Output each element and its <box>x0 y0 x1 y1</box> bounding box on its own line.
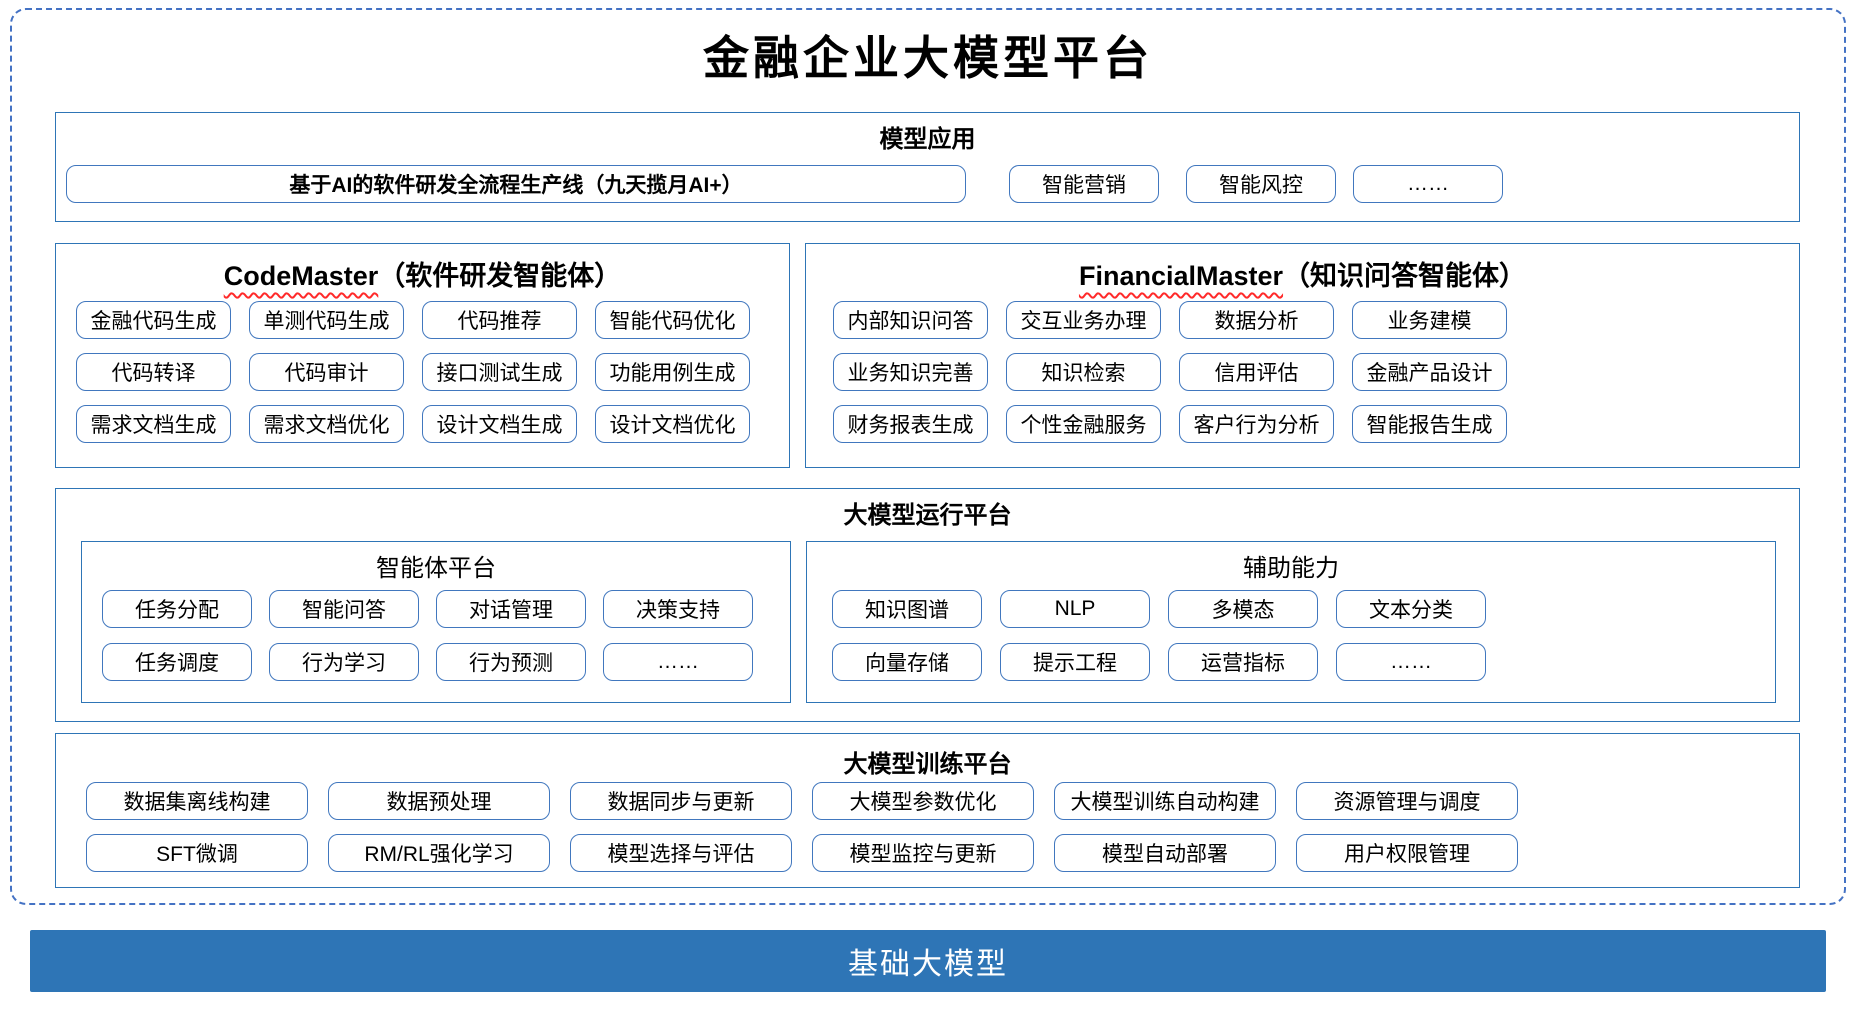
capability-box: 模型选择与评估 <box>570 834 792 872</box>
capability-box: 多模态 <box>1168 590 1318 628</box>
capability-box: 业务知识完善 <box>833 353 988 391</box>
capability-box: 数据预处理 <box>328 782 550 820</box>
capability-box: 设计文档生成 <box>422 405 577 443</box>
agent-platform-title: 智能体平台 <box>376 555 496 582</box>
capability-box: 内部知识问答 <box>833 301 988 339</box>
app-box-ellipsis: …… <box>1353 165 1503 203</box>
capability-box: 数据集离线构建 <box>86 782 308 820</box>
capability-box: 需求文档优化 <box>249 405 404 443</box>
codemaster-name: CodeMaster <box>223 261 379 291</box>
capability-box: 大模型参数优化 <box>812 782 1034 820</box>
capability-box: 智能问答 <box>269 590 419 628</box>
panel-financialmaster-title: FinancialMaster（知识问答智能体） <box>806 254 1799 293</box>
capability-box: 业务建模 <box>1352 301 1507 339</box>
capability-box: …… <box>603 643 753 681</box>
capability-box: 代码推荐 <box>422 301 577 339</box>
capability-box: 金融产品设计 <box>1352 353 1507 391</box>
subpanel-agent-platform: 智能体平台 任务分配 智能问答 对话管理 决策支持 任务调度 行为学习 行为预测… <box>81 541 791 703</box>
capability-box: 文本分类 <box>1336 590 1486 628</box>
capability-box: SFT微调 <box>86 834 308 872</box>
capability-box: 提示工程 <box>1000 643 1150 681</box>
aux-row-2: 向量存储 提示工程 运营指标 …… <box>832 643 1486 683</box>
capability-box: 信用评估 <box>1179 353 1334 391</box>
codemaster-subtitle: （软件研发智能体） <box>378 261 622 291</box>
capability-box: 接口测试生成 <box>422 353 577 391</box>
aux-row-1: 知识图谱 NLP 多模态 文本分类 <box>832 590 1486 630</box>
capability-box: 单测代码生成 <box>249 301 404 339</box>
section-training-platform: 大模型训练平台 数据集离线构建 数据预处理 数据同步与更新 大模型参数优化 大模… <box>55 733 1800 888</box>
codemaster-row-1: 金融代码生成 单测代码生成 代码推荐 智能代码优化 <box>76 301 750 341</box>
dashed-frame <box>10 8 1846 905</box>
financialmaster-subtitle: （知识问答智能体） <box>1283 261 1527 291</box>
foundation-model-bar: 基础大模型 <box>30 930 1826 992</box>
capability-box: 运营指标 <box>1168 643 1318 681</box>
subpanel-aux-capabilities: 辅助能力 知识图谱 NLP 多模态 文本分类 向量存储 提示工程 运营指标 …… <box>806 541 1776 703</box>
aux-capabilities-title: 辅助能力 <box>1243 555 1339 582</box>
financialmaster-row-1: 内部知识问答 交互业务办理 数据分析 业务建模 <box>833 301 1507 341</box>
training-row-2: SFT微调 RM/RL强化学习 模型选择与评估 模型监控与更新 模型自动部署 用… <box>86 834 1518 874</box>
capability-box: 个性金融服务 <box>1006 405 1161 443</box>
capability-box: 任务调度 <box>102 643 252 681</box>
capability-box: 智能报告生成 <box>1352 405 1507 443</box>
section-model-apps: 模型应用 基于AI的软件研发全流程生产线（九天揽月AI+） 智能营销 智能风控 … <box>55 112 1800 222</box>
capability-box: 数据同步与更新 <box>570 782 792 820</box>
capability-box: 用户权限管理 <box>1296 834 1518 872</box>
financialmaster-row-2: 业务知识完善 知识检索 信用评估 金融产品设计 <box>833 353 1507 393</box>
capability-box: 交互业务办理 <box>1006 301 1161 339</box>
capability-box: NLP <box>1000 590 1150 628</box>
panel-codemaster-title: CodeMaster（软件研发智能体） <box>56 254 789 293</box>
app-box-marketing: 智能营销 <box>1009 165 1159 203</box>
panel-financialmaster: FinancialMaster（知识问答智能体） 内部知识问答 交互业务办理 数… <box>805 243 1800 468</box>
codemaster-row-2: 代码转译 代码审计 接口测试生成 功能用例生成 <box>76 353 750 393</box>
capability-box: 财务报表生成 <box>833 405 988 443</box>
page-title: 金融企业大模型平台 <box>703 31 1153 85</box>
capability-box: 智能代码优化 <box>595 301 750 339</box>
capability-box: 模型自动部署 <box>1054 834 1276 872</box>
panel-codemaster: CodeMaster（软件研发智能体） 金融代码生成 单测代码生成 代码推荐 智… <box>55 243 790 468</box>
capability-box: 代码审计 <box>249 353 404 391</box>
capability-box: 任务分配 <box>102 590 252 628</box>
capability-box: 对话管理 <box>436 590 586 628</box>
capability-box: 大模型训练自动构建 <box>1054 782 1276 820</box>
capability-box: RM/RL强化学习 <box>328 834 550 872</box>
pipeline-box: 基于AI的软件研发全流程生产线（九天揽月AI+） <box>66 165 966 203</box>
section-runtime-title: 大模型运行平台 <box>843 502 1012 529</box>
codemaster-row-3: 需求文档生成 需求文档优化 设计文档生成 设计文档优化 <box>76 405 750 445</box>
capability-box: 设计文档优化 <box>595 405 750 443</box>
financialmaster-row-3: 财务报表生成 个性金融服务 客户行为分析 智能报告生成 <box>833 405 1507 445</box>
financialmaster-name: FinancialMaster <box>1078 261 1284 291</box>
capability-box: 数据分析 <box>1179 301 1334 339</box>
section-training-title: 大模型训练平台 <box>843 751 1012 778</box>
capability-box: …… <box>1336 643 1486 681</box>
capability-box: 决策支持 <box>603 590 753 628</box>
capability-box: 功能用例生成 <box>595 353 750 391</box>
section-model-apps-title: 模型应用 <box>879 126 976 153</box>
app-box-risk-control: 智能风控 <box>1186 165 1336 203</box>
capability-box: 知识图谱 <box>832 590 982 628</box>
section-runtime-platform: 大模型运行平台 智能体平台 任务分配 智能问答 对话管理 决策支持 任务调度 行… <box>55 488 1800 722</box>
capability-box: 向量存储 <box>832 643 982 681</box>
capability-box: 需求文档生成 <box>76 405 231 443</box>
capability-box: 客户行为分析 <box>1179 405 1334 443</box>
capability-box: 资源管理与调度 <box>1296 782 1518 820</box>
agent-row-1: 任务分配 智能问答 对话管理 决策支持 <box>102 590 753 630</box>
training-row-1: 数据集离线构建 数据预处理 数据同步与更新 大模型参数优化 大模型训练自动构建 … <box>86 782 1518 822</box>
capability-box: 行为学习 <box>269 643 419 681</box>
capability-box: 模型监控与更新 <box>812 834 1034 872</box>
capability-box: 知识检索 <box>1006 353 1161 391</box>
capability-box: 行为预测 <box>436 643 586 681</box>
capability-box: 代码转译 <box>76 353 231 391</box>
capability-box: 金融代码生成 <box>76 301 231 339</box>
agent-row-2: 任务调度 行为学习 行为预测 …… <box>102 643 753 683</box>
